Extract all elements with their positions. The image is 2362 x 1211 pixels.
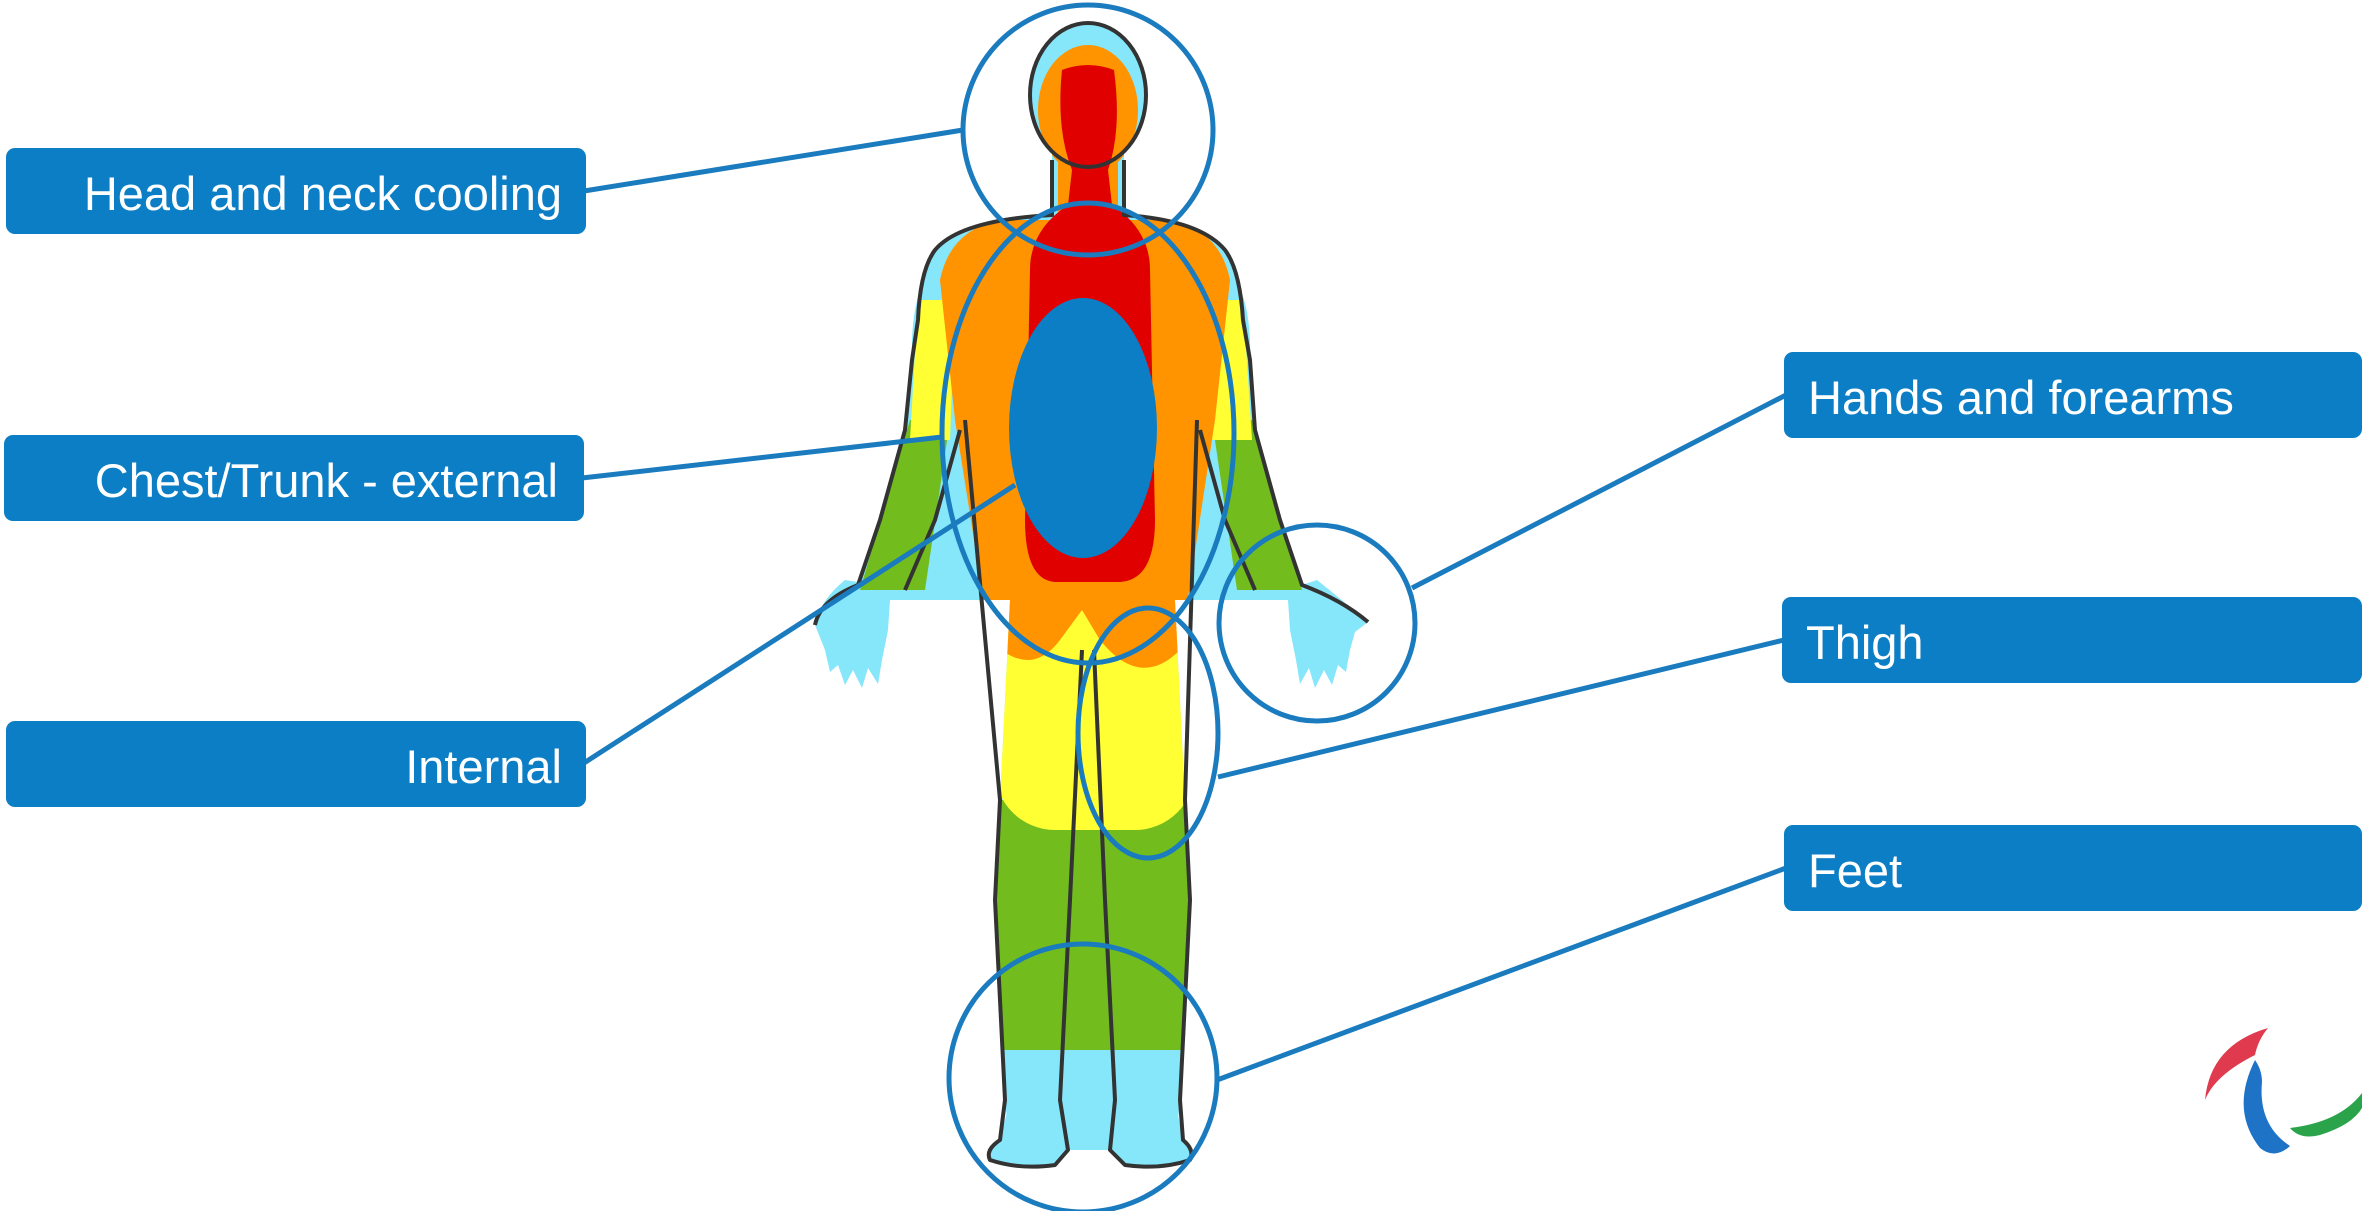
leader-line-hands [1412,395,1786,588]
label-text-thigh: Thigh [1806,616,1924,669]
label-text-feet: Feet [1808,844,1902,897]
label-text-head-neck: Head and neck cooling [84,167,562,220]
label-thigh: Thigh [1782,597,2362,683]
label-hands-forearms: Hands and forearms [1784,352,2362,438]
leader-line-feet [1217,868,1786,1080]
label-text-hands-forearms: Hands and forearms [1808,371,2234,424]
leader-line-head [584,130,963,191]
label-text-internal: Internal [405,740,562,793]
logo-green-arc [2290,1093,2362,1136]
logo-blue-arc [2244,1060,2290,1154]
label-internal: Internal [6,721,586,807]
leader-line-trunk [582,437,942,478]
leader-line-internal [584,485,1015,763]
label-text-chest-trunk: Chest/Trunk - external [95,454,558,507]
label-feet: Feet [1784,825,2362,911]
paralympic-logo-icon [2205,1028,2362,1154]
body-heatmap [800,0,1400,1211]
label-head-neck: Head and neck cooling [6,148,586,234]
heat-zone-green-legs [995,800,1195,1050]
label-chest-trunk: Chest/Trunk - external [4,435,584,521]
internal-core-oval [1009,298,1157,558]
